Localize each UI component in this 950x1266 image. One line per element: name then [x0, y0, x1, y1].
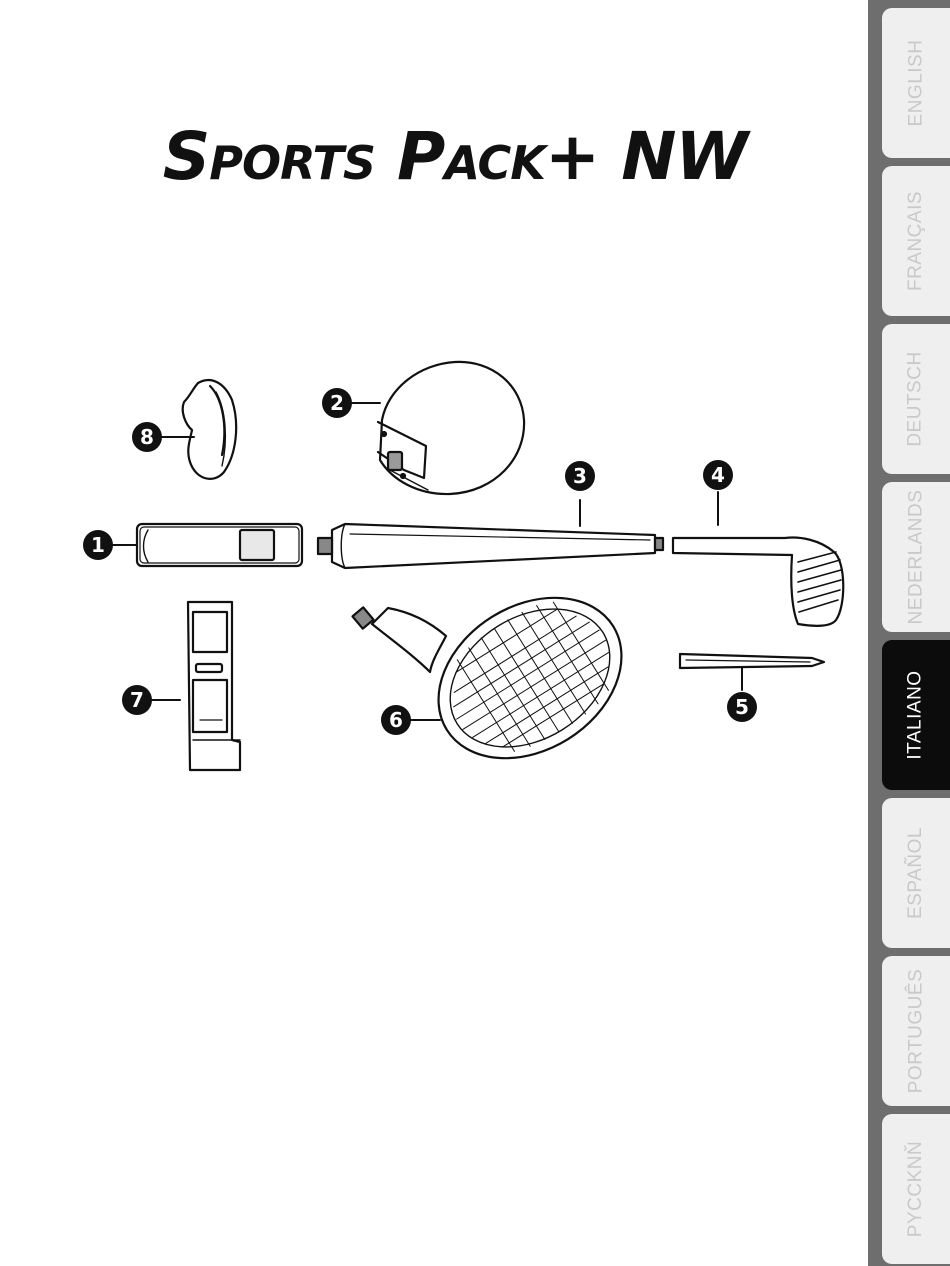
lang-tab-label: ESPAÑOL	[905, 827, 927, 919]
callout-7: 7	[122, 685, 152, 715]
zapper-frame-illustration	[188, 602, 240, 770]
lang-tab-label: ENGLISH	[905, 40, 927, 127]
page-title: Sports Pack+ NW	[150, 118, 760, 195]
golf-club-illustration	[673, 538, 843, 626]
svg-text:2: 2	[330, 391, 344, 415]
svg-text:1: 1	[91, 533, 105, 557]
small-stick-illustration	[680, 654, 824, 668]
lang-tab-label: ITALIANO	[905, 670, 927, 759]
callout-6: 6	[381, 705, 411, 735]
lang-tab-russian[interactable]: PYCCKNŇ	[882, 1114, 950, 1264]
callout-3: 3	[565, 461, 595, 491]
callout-2: 2	[322, 388, 352, 418]
svg-text:7: 7	[130, 688, 144, 712]
lang-tab-espanol[interactable]: ESPAÑOL	[882, 798, 950, 948]
lang-tab-deutsch[interactable]: DEUTSCH	[882, 324, 950, 474]
lang-tab-label: PYCCKNŇ	[905, 1141, 927, 1237]
remote-sleeve-illustration	[137, 524, 302, 566]
svg-text:3: 3	[573, 464, 587, 488]
lang-tab-label: NEDERLANDS	[905, 490, 927, 625]
svg-text:4: 4	[711, 463, 725, 487]
svg-text:5: 5	[735, 695, 749, 719]
svg-text:6: 6	[389, 708, 403, 732]
language-tab-strip: ENGLISH FRANÇAIS DEUTSCH NEDERLANDS ITAL…	[868, 0, 950, 1266]
lang-tab-francais[interactable]: FRANÇAIS	[882, 166, 950, 316]
accessory-illustration: 1 2 3 4 5 6 7 8	[70, 360, 860, 790]
lang-tab-english[interactable]: ENGLISH	[882, 8, 950, 158]
lang-tab-label: DEUTSCH	[905, 351, 927, 446]
tennis-racket-illustration	[352, 565, 651, 790]
lang-tab-italiano[interactable]: ITALIANO	[882, 640, 950, 790]
lang-tab-label: FRANÇAIS	[905, 191, 927, 291]
callout-1: 1	[83, 530, 113, 560]
svg-text:8: 8	[140, 425, 154, 449]
callout-5: 5	[727, 692, 757, 722]
lang-tab-label: PORTUGUÊS	[905, 969, 927, 1094]
lang-tab-portugues[interactable]: PORTUGUÊS	[882, 956, 950, 1106]
callout-8: 8	[132, 422, 162, 452]
bat-shaft-illustration	[318, 524, 663, 568]
callout-4: 4	[703, 460, 733, 490]
nunchuk-grip-illustration	[183, 380, 236, 479]
lang-tab-nederlands[interactable]: NEDERLANDS	[882, 482, 950, 632]
paddle-head-illustration	[378, 362, 524, 494]
